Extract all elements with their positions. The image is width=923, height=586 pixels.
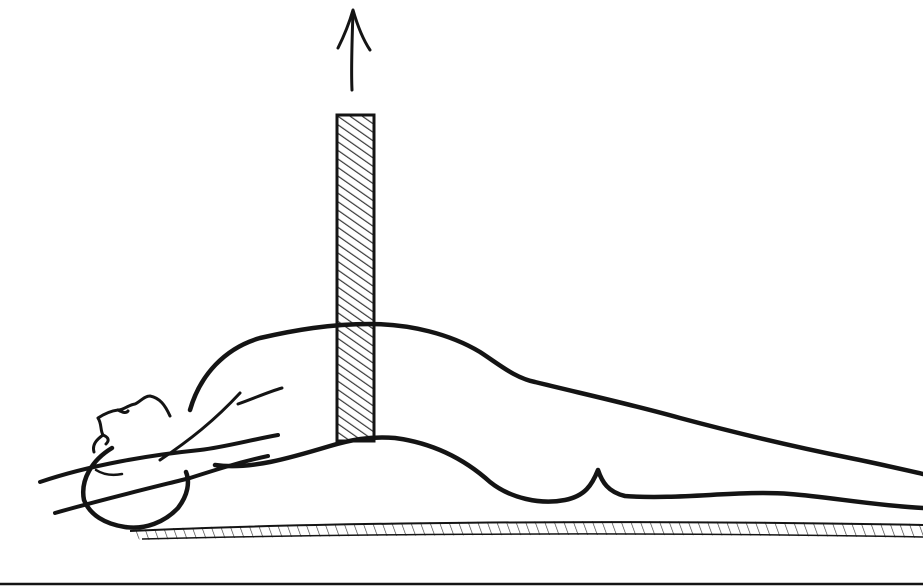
floor-mat	[0, 521, 923, 584]
reclining-figure	[40, 324, 923, 528]
up-arrow-icon	[338, 10, 370, 90]
lift-bar	[337, 115, 374, 441]
